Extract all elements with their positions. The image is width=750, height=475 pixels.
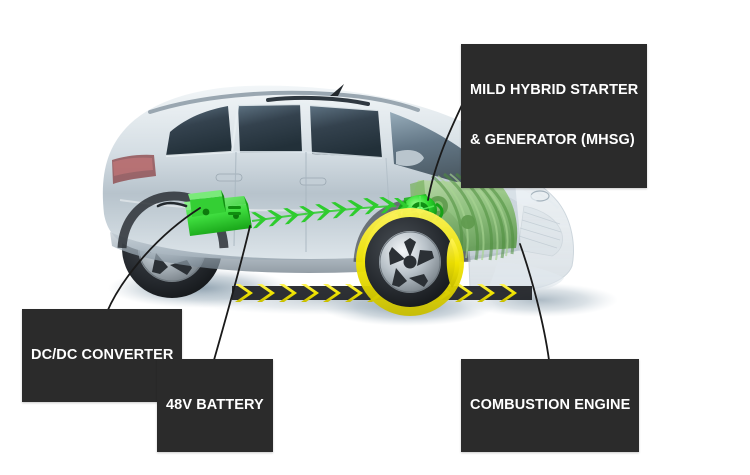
callout-combustion-engine[interactable]: COMBUSTION ENGINE bbox=[461, 359, 640, 453]
callout-mhsg-line1: MILD HYBRID STARTER bbox=[470, 81, 639, 98]
callout-dcdc-line1: DC/DC CONVERTER bbox=[31, 346, 174, 363]
battery-and-converter bbox=[156, 190, 252, 236]
callout-mild-hybrid-starter-generator[interactable]: MILD HYBRID STARTER & GENERATOR (MHSG) bbox=[461, 44, 648, 188]
leader-line-dcdc bbox=[106, 207, 201, 313]
leader-line-engine bbox=[519, 243, 550, 361]
callout-battery-line1: 48V BATTERY bbox=[166, 396, 264, 413]
vehicle-glass bbox=[165, 102, 470, 186]
callout-mhsg-line2: & GENERATOR (MHSG) bbox=[470, 132, 635, 149]
callout-engine-line1: COMBUSTION ENGINE bbox=[470, 396, 631, 413]
leader-line-battery bbox=[213, 225, 251, 361]
callout-dc-dc-converter[interactable]: DC/DC CONVERTER bbox=[22, 309, 183, 403]
callout-48v-battery[interactable]: 48V BATTERY bbox=[157, 359, 273, 453]
dcdc-converter-unit bbox=[188, 190, 226, 217]
electrical-flow-arrows bbox=[251, 197, 409, 229]
front-wheel bbox=[356, 208, 464, 316]
